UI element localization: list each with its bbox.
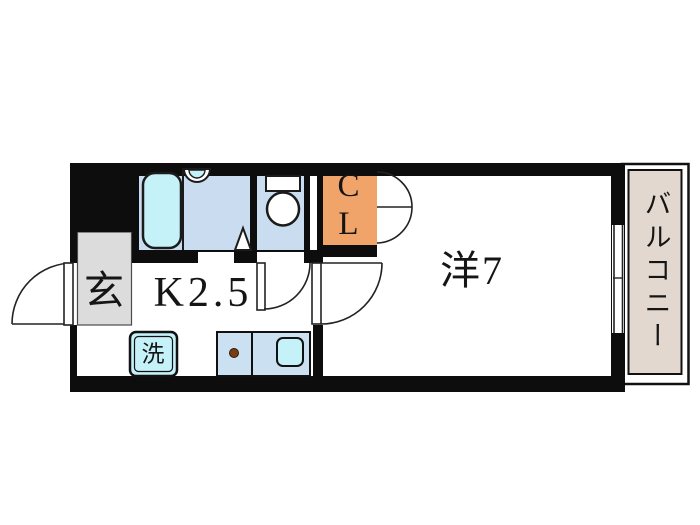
- wall-bathroom-left: [132, 163, 139, 263]
- entrance-door-leaf: [63, 262, 74, 326]
- bathroom-door-threshold: [198, 252, 234, 263]
- toilet-door-arc: [263, 262, 311, 310]
- thresholds: [198, 252, 304, 263]
- kitchen-fixtures: [128, 330, 311, 378]
- closet-floor: [323, 169, 377, 247]
- balcony-label: バルコニー: [640, 189, 671, 355]
- toilet-fixtures: [265, 175, 301, 227]
- room-door-arc: [320, 262, 383, 325]
- closet-door-arc-lower: [376, 206, 413, 244]
- balcony-window: [612, 225, 624, 333]
- toilet-door-threshold: [257, 252, 304, 263]
- entrance-mat: [76, 231, 133, 326]
- wall-left-lower: [70, 325, 77, 392]
- toilet-door-leaf: [256, 262, 266, 311]
- entrance-label: 玄: [84, 268, 124, 313]
- wall-closet-bottom: [317, 245, 377, 257]
- washing-machine-inner: [133, 335, 174, 373]
- bathroom-sink-basin: [188, 169, 206, 179]
- wall-toilet-right: [304, 163, 310, 250]
- closet-label: CL: [330, 168, 367, 244]
- balcony-deck: [627, 169, 683, 375]
- doors: [11, 171, 413, 326]
- washer-label: 洗: [141, 341, 165, 367]
- entrance-door-arc: [11, 262, 74, 325]
- wall-bottom: [70, 376, 622, 392]
- wall-kitchen-room: [313, 325, 323, 376]
- counter-sink: [276, 337, 304, 367]
- room-door-leaf: [311, 262, 322, 325]
- toilet-tank: [265, 175, 301, 192]
- bathroom-door-triangle: [233, 225, 253, 251]
- window-opening: [612, 225, 624, 333]
- toilet-bowl: [265, 191, 301, 227]
- bathroom-fixtures: [141, 168, 253, 251]
- wall-toilet-left: [250, 163, 257, 250]
- wall-corner-block: [70, 163, 139, 232]
- kitchen-label: K2.5: [153, 270, 253, 316]
- closet-door-arc-upper: [376, 171, 413, 208]
- stove-burner: [229, 348, 239, 358]
- bathtub: [141, 171, 183, 250]
- room-label: 洋7: [440, 248, 504, 293]
- washing-machine: [128, 330, 179, 378]
- wall-closet-left: [317, 163, 323, 257]
